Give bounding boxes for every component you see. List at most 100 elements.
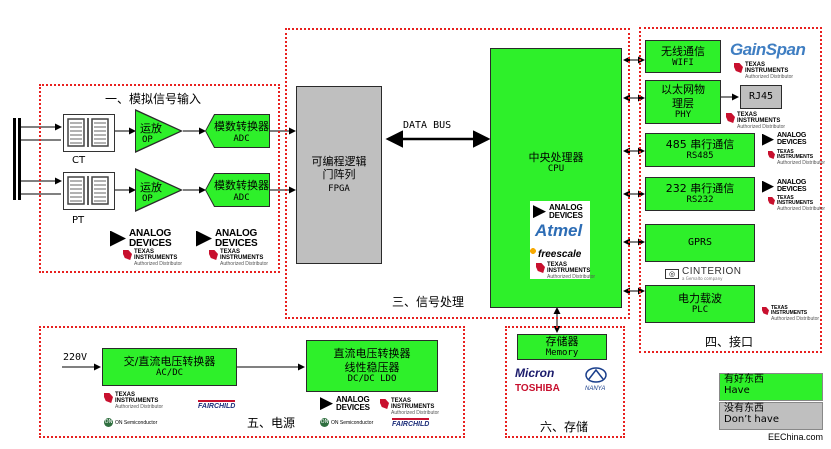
region-signal-processing-title: 三、信号处理 [390,293,467,310]
on-semi-icon: ON [104,418,113,427]
cpu-label-en: CPU [547,164,565,175]
ct-transformer [63,114,115,152]
rs485-block: 485 串行通信 RS485 [645,133,755,167]
on-semi-logo-1: ON ON Semiconductor [104,418,158,427]
input-220v-label: 220V [63,352,88,363]
dcdc-label-2: 线性稳压器 [344,360,400,374]
eechina-watermark: EEChina.com [768,432,824,442]
gprs-label: GPRS [687,237,713,248]
wifi-label-zh: 无线通信 [661,44,705,58]
fairchild-logo-2: FAIRCHILD [392,418,430,428]
region-analog-input [39,84,280,273]
legend-have-zh: 有好东西 [724,374,764,385]
op-amp-1-label-en: OP [142,135,153,145]
adc-1-label-zh: 模数转换器 [214,120,269,133]
ct-label: CT [72,155,86,166]
ethernet-label-2: 理层 [672,96,694,110]
op-amp-1-label-zh: 运放 [140,122,162,135]
gprs-block: GPRS [645,224,755,262]
fairchild-logo-1: FAIRCHILD [198,400,236,410]
acdc-label-zh: 交/直流电压转换器 [123,355,216,368]
op-amp-2-label-zh: 运放 [140,181,162,194]
plc-label-zh: 电力载波 [678,292,722,305]
adc-2-label-zh: 模数转换器 [214,179,269,192]
freescale-logo: freescale [538,249,582,260]
rs232-block: 232 串行通信 RS232 [645,177,755,211]
nanya-logo-mark [585,366,607,384]
cpu-label-zh: 中央处理器 [528,151,584,164]
memory-label-en: Memory [545,348,579,359]
memory-label-zh: 存储器 [545,335,579,348]
adc-1-label-en: ADC [233,134,250,144]
dcdc-label-en: DC/DC LDO [347,373,397,384]
legend-have-en: Have [724,385,750,396]
adc-2: 模数转换器 ADC [206,174,269,206]
data-bus-label: DATA BUS [403,120,452,131]
region-analog-input-title: 一、模拟信号输入 [103,90,204,107]
legend-have: 有好东西 Have [719,373,823,401]
rs232-label-zh: 232 串行通信 [665,182,735,195]
legend-dont-have: 没有东西 Don’t have [719,402,823,430]
wifi-label-en: WIFI [672,57,694,68]
fpga-label-1: 可编程逻辑 [311,154,367,168]
on-semi-logo-2: ON ON Semiconductor [320,418,374,427]
fpga-block: 可编程逻辑 门阵列 FPGA [296,86,382,264]
acdc-converter-block: 交/直流电压转换器 AC/DC [102,348,237,386]
cinterion-icon: ◎ [665,268,679,279]
gainspan-logo: GainSpan [730,40,806,59]
plc-label-en: PLC [691,305,709,316]
ethernet-label-en: PHY [674,109,692,120]
legend-dont-have-zh: 没有东西 [724,403,764,414]
region-signal-processing [285,28,630,319]
op-amp-2-label-en: OP [142,194,153,204]
rs485-label-zh: 485 串行通信 [665,138,735,151]
region-storage [505,326,625,438]
legend-dont-have-en: Don’t have [724,414,779,425]
acdc-label-en: AC/DC [155,368,184,379]
pt-label: PT [72,215,85,226]
ethernet-label-1: 以太网物 [661,83,705,97]
region-interface [639,27,822,353]
ethernet-phy-block: 以太网物 理层 PHY [645,80,721,124]
fpga-label-2: 门阵列 [322,168,356,182]
dcdc-ldo-block: 直流电压转换器 线性稳压器 DC/DC LDO [306,340,438,392]
cinterion-logo: ◎ CINTERION a Gemalto company [665,266,742,281]
freescale-logo-mark [528,246,538,256]
nanya-logo: NANYA [585,386,606,392]
dcdc-label-1: 直流电压转换器 [333,347,411,361]
pt-transformer [63,172,115,210]
rj45-label: RJ45 [748,91,774,102]
adc-2-label-en: ADC [233,193,250,203]
region-storage-title: 六、存储 [538,418,591,435]
plc-block: 电力载波 PLC [645,285,755,323]
atmel-logo: Atmel [535,221,583,240]
wifi-block: 无线通信 WIFI [645,40,721,73]
rs232-label-en: RS232 [686,195,714,206]
fpga-label-3: FPGA [328,184,350,195]
on-semi-icon-2: ON [320,418,329,427]
rj45-block: RJ45 [740,85,782,109]
adc-1: 模数转换器 ADC [206,115,269,147]
micron-logo: Micron [515,366,555,380]
rs485-label-en: RS485 [686,151,714,162]
memory-block: 存储器 Memory [517,334,607,360]
region-power [39,326,465,438]
toshiba-logo: TOSHIBA [515,383,560,394]
region-power-title: 五、电源 [245,414,298,431]
